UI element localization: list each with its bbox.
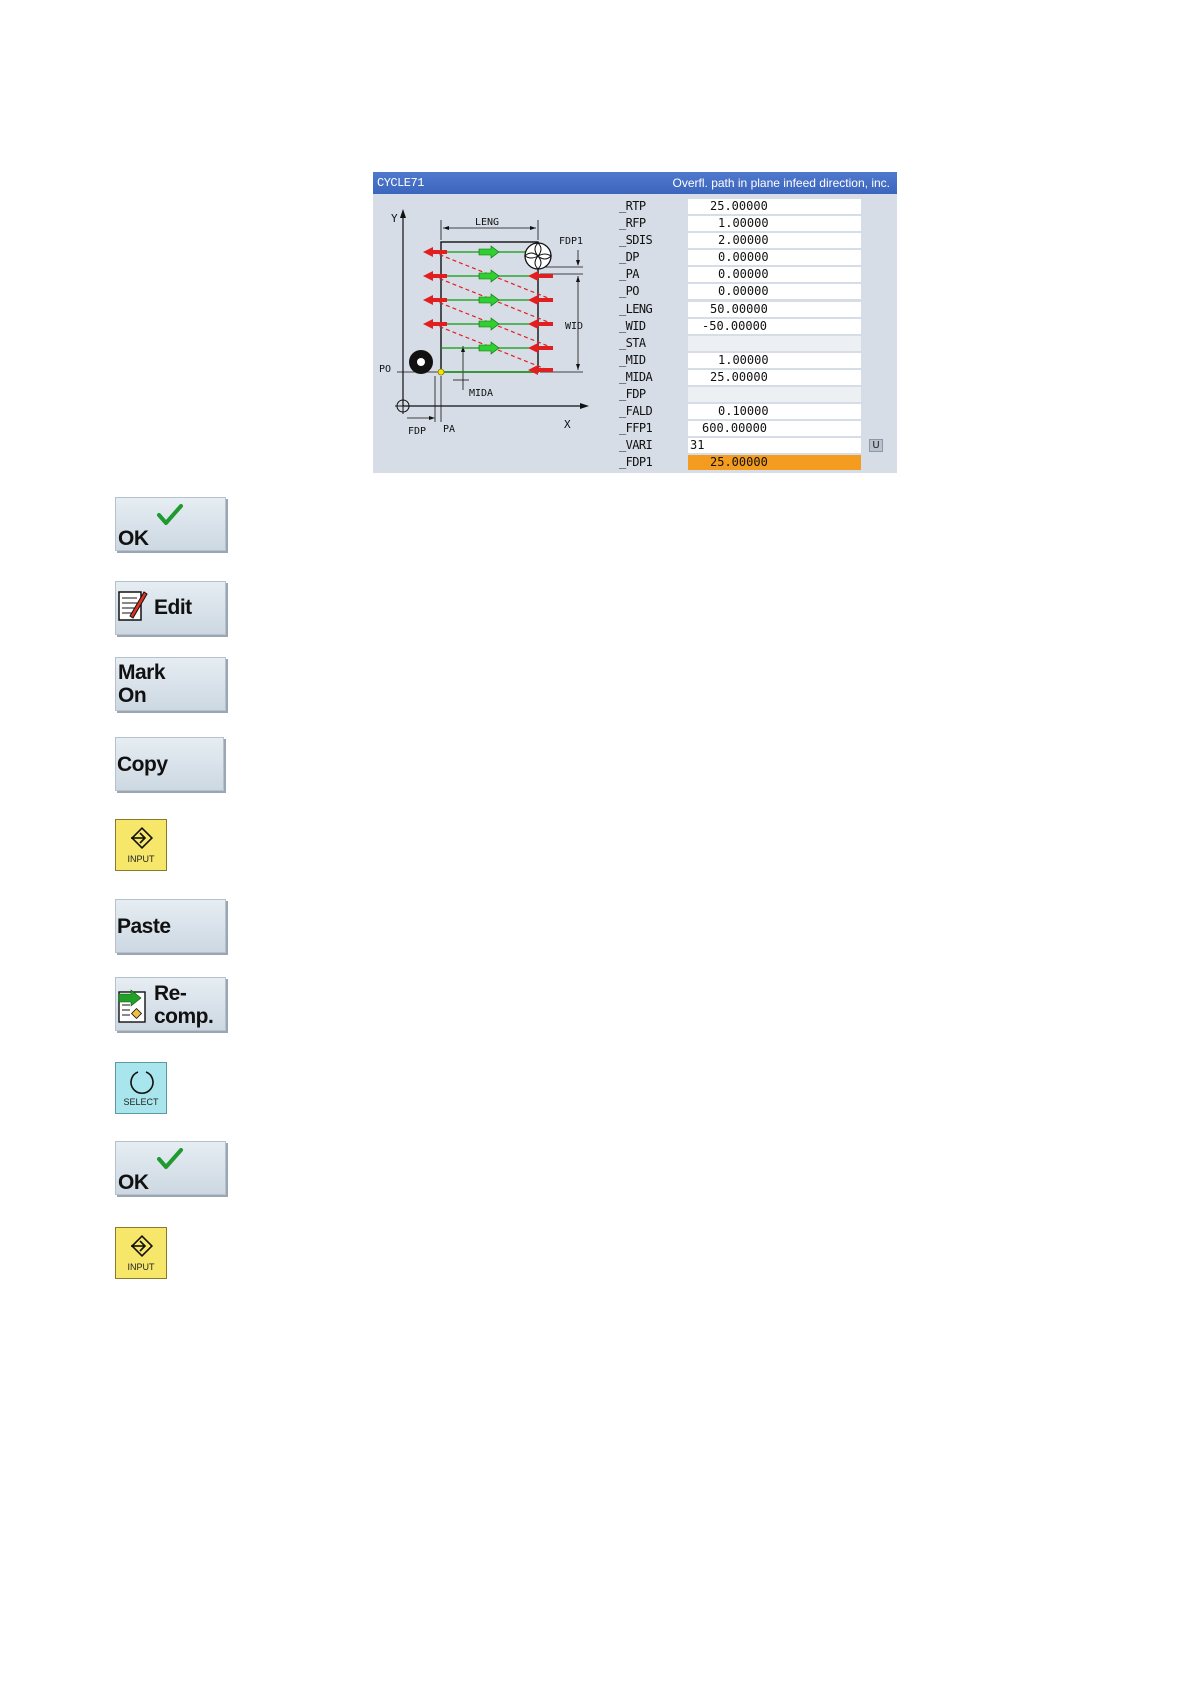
mida-label: MIDA — [469, 388, 493, 399]
fdp-field[interactable] — [688, 387, 861, 403]
paste-label: Paste — [117, 915, 171, 938]
checkmark-icon — [157, 504, 183, 525]
mida-field[interactable]: 25.00000 — [688, 369, 861, 385]
mark-on-label-line1: Mark — [118, 661, 166, 684]
wid-field[interactable]: -50.00000 — [688, 318, 861, 334]
param-row-mid: _MID 1.00000 — [619, 352, 889, 369]
ffp1-field[interactable]: 600.00000 — [688, 421, 861, 437]
input-key[interactable]: INPUT — [115, 819, 167, 871]
param-label: _FDP — [619, 387, 646, 402]
pa-label: PA — [443, 424, 455, 435]
param-label: _PO — [619, 284, 639, 299]
recompile-softkey[interactable]: Re- comp. — [115, 977, 226, 1031]
param-row-rtp: _RTP 25.00000 — [619, 198, 889, 215]
x-axis-label: X — [564, 418, 571, 431]
param-label: _FALD — [619, 404, 653, 419]
ok-softkey-2[interactable]: OK — [115, 1141, 226, 1195]
edit-document-icon — [118, 591, 148, 621]
fdp-label: FDP — [408, 426, 426, 437]
recompile-label-line2: comp. — [154, 1005, 214, 1028]
param-label: _PA — [619, 267, 639, 282]
rfp-field[interactable]: 1.00000 — [688, 216, 861, 232]
cycle-description: Overfl. path in plane infeed direction, … — [672, 176, 890, 190]
ok-softkey[interactable]: OK — [115, 497, 226, 551]
dialog-title-bar: CYCLE71 Overfl. path in plane infeed dir… — [373, 172, 897, 194]
input-arrow-icon — [130, 826, 154, 850]
sdis-field[interactable]: 2.00000 — [688, 233, 861, 249]
param-label: _MID — [619, 352, 646, 367]
param-label: _STA — [619, 335, 646, 350]
sta-field[interactable] — [688, 335, 861, 351]
ok-label: OK — [118, 527, 149, 550]
param-label: _RFP — [619, 216, 646, 231]
param-label: _VARI — [619, 438, 653, 453]
pa-field[interactable]: 0.00000 — [688, 267, 861, 283]
param-row-fald: _FALD 0.10000 — [619, 403, 889, 420]
cycle-name: CYCLE71 — [377, 176, 424, 190]
param-row-vari: _VARI 31 U — [619, 437, 889, 454]
fdp1-field[interactable]: 25.00000 — [688, 455, 861, 471]
param-row-leng: _LENG 50.00000 — [619, 301, 889, 318]
recompile-icon — [118, 989, 146, 1023]
ok-label: OK — [118, 1171, 149, 1194]
input-key-2[interactable]: INPUT — [115, 1227, 167, 1279]
input-key-label: INPUT — [127, 1262, 155, 1272]
end-mill-icon — [409, 242, 552, 376]
edit-label: Edit — [154, 596, 192, 619]
input-key-label: INPUT — [127, 854, 155, 864]
param-label: _MIDA — [619, 369, 653, 384]
param-row-fdp: _FDP — [619, 386, 889, 403]
param-row-dp: _DP 0.00000 — [619, 249, 889, 266]
checkmark-icon — [157, 1148, 183, 1169]
param-label: _SDIS — [619, 233, 653, 248]
cycle-dialog: CYCLE71 Overfl. path in plane infeed dir… — [373, 172, 897, 473]
recompile-label-line1: Re- — [154, 982, 187, 1005]
toggle-select-icon[interactable]: U — [869, 439, 883, 453]
param-label: _LENG — [619, 301, 653, 316]
param-row-po: _PO 0.00000 — [619, 283, 889, 300]
param-label: _FFP1 — [619, 421, 653, 436]
wid-label: WID — [565, 321, 583, 332]
param-label: _DP — [619, 250, 639, 265]
dp-field[interactable]: 0.00000 — [688, 250, 861, 266]
cycle-help-sketch: Y X LENG FDP1 WID PO MIDA — [379, 209, 589, 437]
param-label: _WID — [619, 318, 646, 333]
param-row-fdp1: _FDP1 25.00000 — [619, 454, 889, 471]
param-row-sta: _STA — [619, 335, 889, 352]
copy-softkey[interactable]: Copy — [115, 737, 224, 791]
vari-field[interactable]: 31 — [688, 438, 861, 454]
param-label: _FDP1 — [619, 455, 653, 470]
param-row-pa: _PA 0.00000 — [619, 266, 889, 283]
fald-field[interactable]: 0.10000 — [688, 404, 861, 420]
tool-path — [423, 245, 553, 375]
copy-label: Copy — [117, 753, 168, 776]
fdp1-label: FDP1 — [559, 236, 583, 247]
param-row-wid: _WID -50.00000 — [619, 318, 889, 335]
mark-on-softkey[interactable]: Mark On — [115, 657, 226, 711]
param-row-ffp1: _FFP1 600.00000 — [619, 420, 889, 437]
mark-on-label-line2: On — [118, 684, 147, 707]
rtp-field[interactable]: 25.00000 — [688, 199, 861, 214]
po-label: PO — [379, 364, 391, 375]
input-arrow-icon — [130, 1234, 154, 1258]
mid-field[interactable]: 1.00000 — [688, 352, 861, 368]
param-row-mida: _MIDA 25.00000 — [619, 369, 889, 386]
select-key-label: SELECT — [123, 1097, 159, 1107]
param-row-rfp: _RFP 1.00000 — [619, 215, 889, 232]
y-axis-label: Y — [391, 212, 398, 225]
paste-softkey[interactable]: Paste — [115, 899, 226, 953]
param-row-sdis: _SDIS 2.00000 — [619, 232, 889, 249]
edit-softkey[interactable]: Edit — [115, 581, 226, 635]
select-cycle-icon — [130, 1071, 154, 1094]
po-field[interactable]: 0.00000 — [688, 284, 861, 300]
parameter-list: _RTP 25.00000 _RFP 1.00000 _SDIS 2.00000 _D… — [619, 198, 889, 472]
param-label: _RTP — [619, 199, 646, 213]
leng-label: LENG — [475, 217, 499, 228]
leng-field[interactable]: 50.00000 — [688, 301, 861, 317]
select-key[interactable]: SELECT — [115, 1062, 167, 1114]
